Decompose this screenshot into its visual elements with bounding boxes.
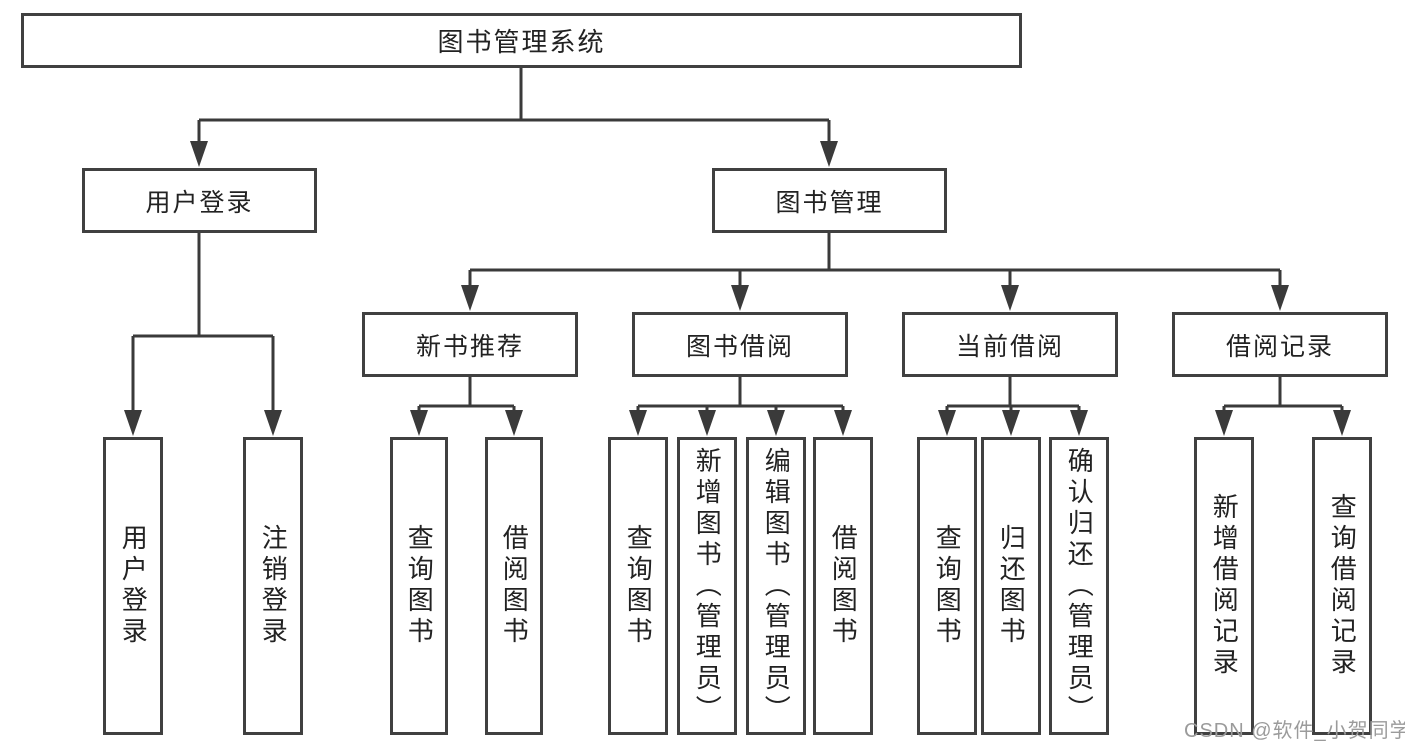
node-root-label: 图书管理系统 bbox=[437, 27, 606, 57]
leaf-user-login: 用户登录 bbox=[103, 437, 163, 735]
connector-borrowrecord-to-leaves bbox=[1222, 375, 1344, 414]
leaf-add-books-admin-label: 新增图书（管理员） bbox=[692, 446, 723, 726]
node-borrow-record: 借阅记录 bbox=[1172, 312, 1388, 377]
connector-bookmgmt-to-level3 bbox=[468, 233, 1282, 290]
node-current-borrow: 当前借阅 bbox=[902, 312, 1118, 377]
node-user-login-label: 用户登录 bbox=[145, 188, 254, 217]
leaf-edit-books-admin-label: 编辑图书（管理员） bbox=[761, 446, 792, 726]
node-book-borrow-label: 图书借阅 bbox=[685, 332, 794, 361]
node-new-book-recommend-label: 新书推荐 bbox=[415, 332, 524, 361]
leaf-query-borrow-record: 查询借阅记录 bbox=[1312, 437, 1372, 735]
node-book-management: 图书管理 bbox=[712, 168, 947, 233]
leaf-recommend-query-books: 查询图书 bbox=[390, 437, 448, 735]
node-book-borrow: 图书借阅 bbox=[632, 312, 848, 377]
node-current-borrow-label: 当前借阅 bbox=[955, 332, 1064, 361]
leaf-confirm-return-admin-label: 确认归还（管理员） bbox=[1064, 446, 1095, 726]
leaf-add-books-admin: 新增图书（管理员） bbox=[677, 437, 737, 735]
leaf-recommend-borrow-books: 借阅图书 bbox=[485, 437, 543, 735]
leaf-borrow-books: 借阅图书 bbox=[813, 437, 873, 735]
connector-newbook-to-leaves bbox=[417, 375, 516, 414]
connector-root-to-level2 bbox=[197, 68, 831, 146]
leaf-add-borrow-record: 新增借阅记录 bbox=[1194, 437, 1254, 735]
connector-currentborrow-to-leaves bbox=[945, 375, 1081, 414]
leaf-edit-books-admin: 编辑图书（管理员） bbox=[746, 437, 806, 735]
leaf-recommend-borrow-books-label: 借阅图书 bbox=[499, 524, 530, 648]
leaf-user-login-label: 用户登录 bbox=[118, 524, 149, 648]
leaf-query-borrow-record-label: 查询借阅记录 bbox=[1327, 493, 1358, 679]
arrowheads bbox=[124, 141, 1351, 436]
node-book-management-label: 图书管理 bbox=[775, 188, 884, 217]
csdn-watermark: CSDN @软件_小贺同学 bbox=[1184, 720, 1405, 742]
leaf-borrow-query-books-label: 查询图书 bbox=[623, 524, 654, 648]
leaf-add-borrow-record-label: 新增借阅记录 bbox=[1209, 493, 1240, 679]
connector-userlogin-to-leaves bbox=[131, 233, 275, 414]
leaf-recommend-query-books-label: 查询图书 bbox=[404, 524, 435, 648]
node-new-book-recommend: 新书推荐 bbox=[362, 312, 578, 377]
node-borrow-record-label: 借阅记录 bbox=[1225, 332, 1334, 361]
node-root: 图书管理系统 bbox=[21, 13, 1022, 68]
leaf-borrow-query-books: 查询图书 bbox=[608, 437, 668, 735]
node-user-login: 用户登录 bbox=[82, 168, 317, 233]
leaf-current-query-books: 查询图书 bbox=[917, 437, 977, 735]
connector-bookborrow-to-leaves bbox=[636, 375, 845, 414]
leaf-logout-label: 注销登录 bbox=[258, 524, 289, 648]
leaf-confirm-return-admin: 确认归还（管理员） bbox=[1049, 437, 1109, 735]
leaf-logout: 注销登录 bbox=[243, 437, 303, 735]
leaf-current-query-books-label: 查询图书 bbox=[932, 524, 963, 648]
leaf-borrow-books-label: 借阅图书 bbox=[828, 524, 859, 648]
leaf-return-books-label: 归还图书 bbox=[996, 524, 1027, 648]
leaf-return-books: 归还图书 bbox=[981, 437, 1041, 735]
